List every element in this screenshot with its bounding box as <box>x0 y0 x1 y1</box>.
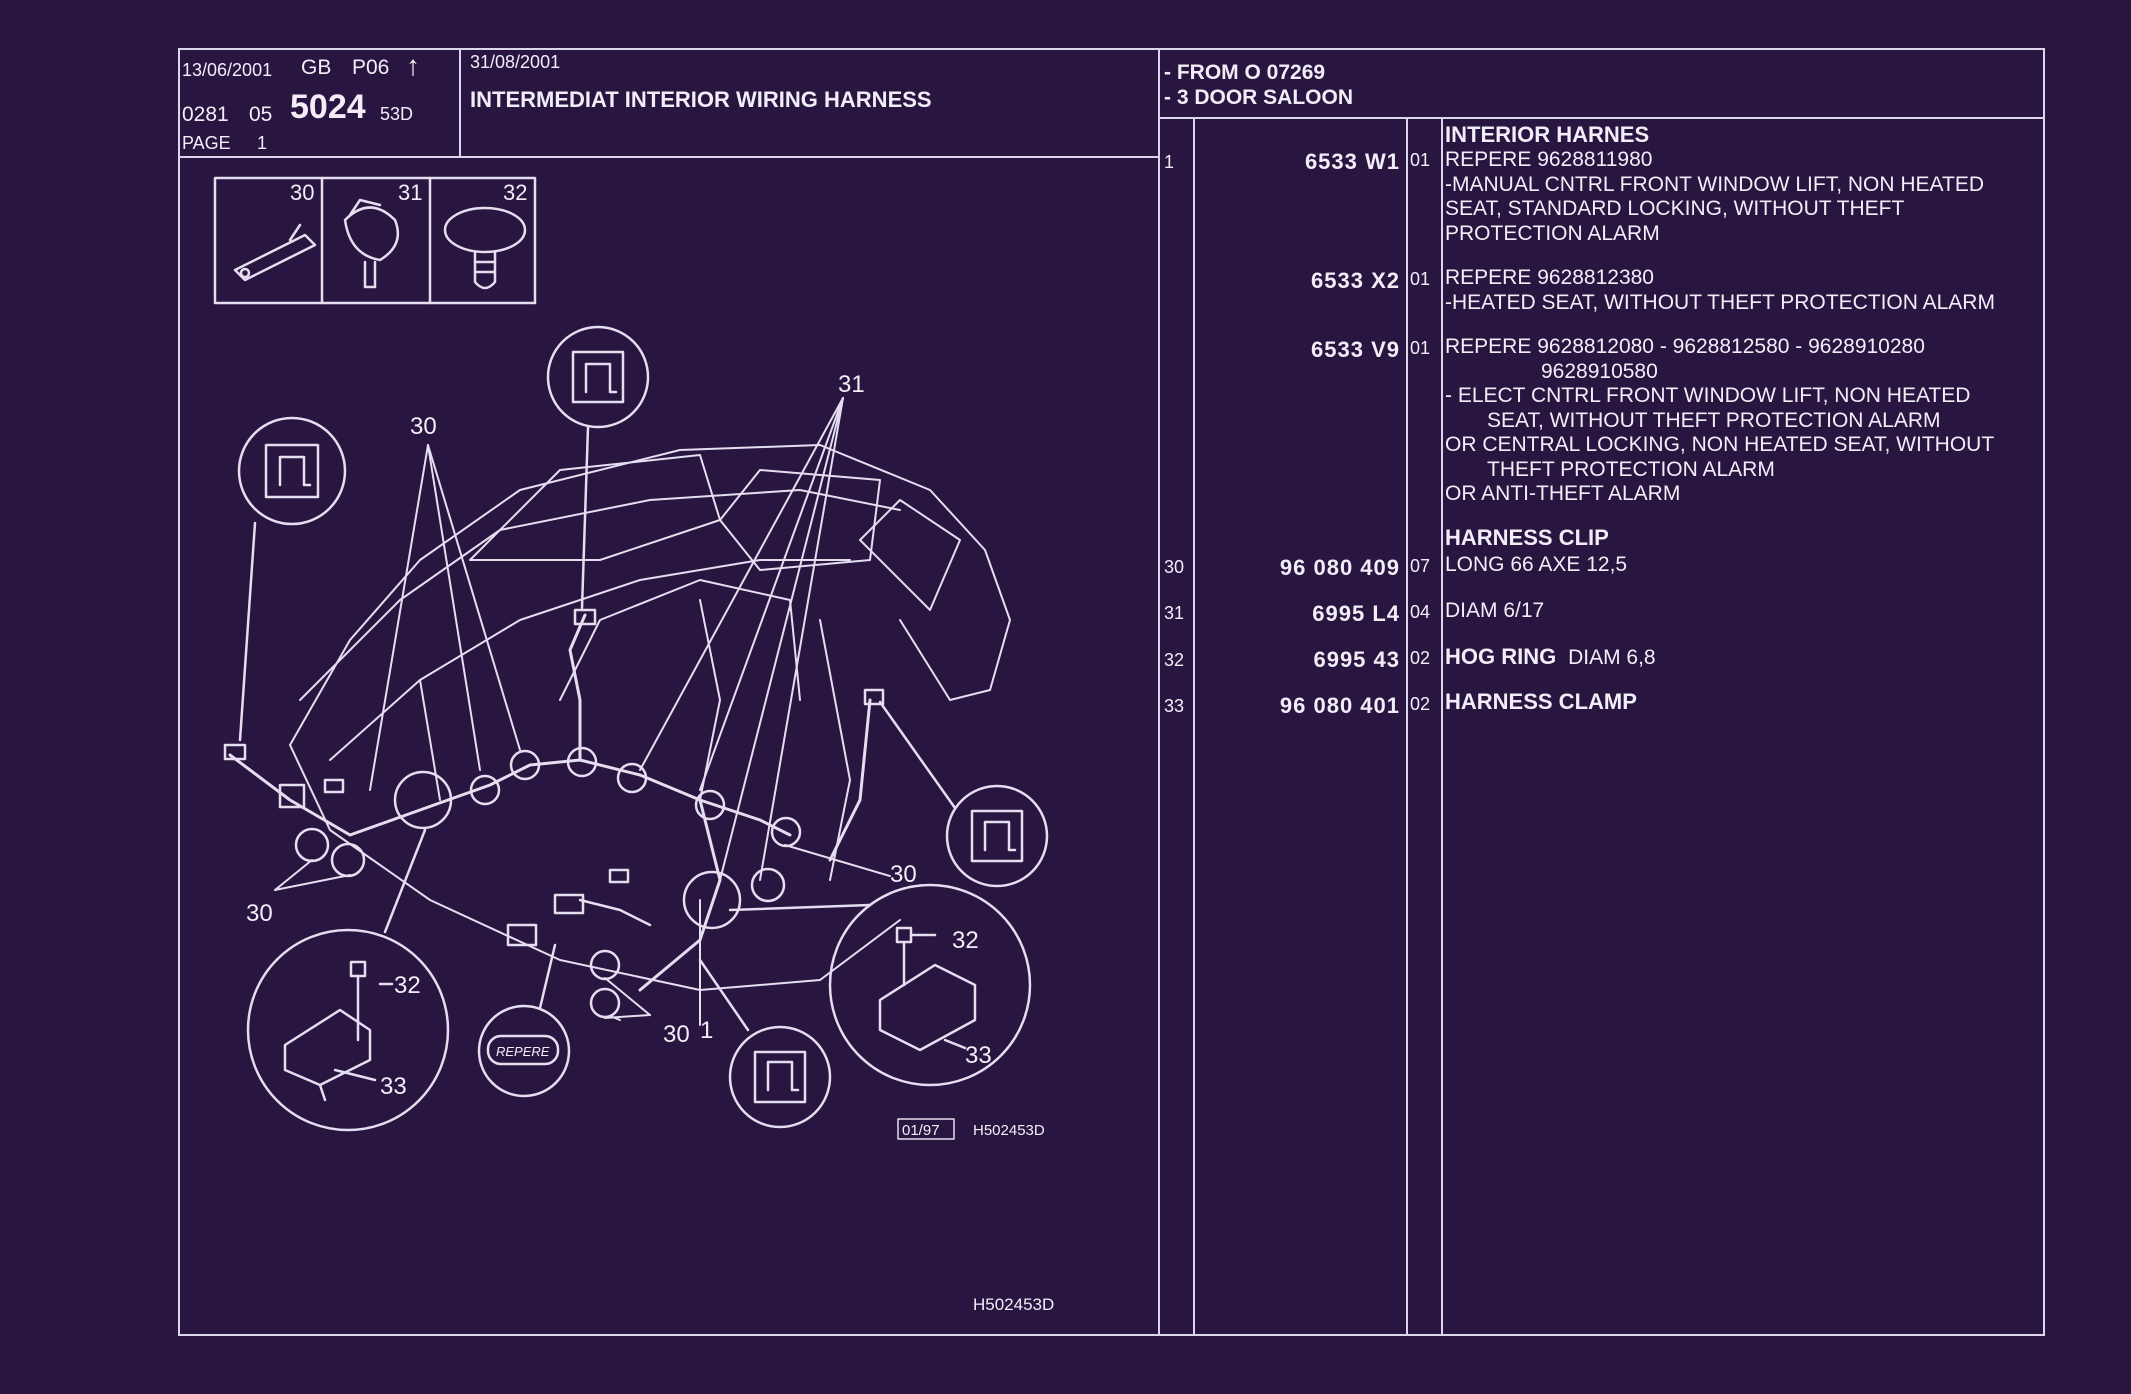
repere-badge-text: REPERE <box>496 1044 550 1059</box>
part-description-line: SEAT, WITHOUT THEFT PROTECTION ALARM <box>1487 408 1941 432</box>
part-description-line: THEFT PROTECTION ALARM <box>1487 457 1775 481</box>
part-qty: 02 <box>1410 648 1431 668</box>
detail-circle-left <box>246 828 450 1132</box>
part-number: 6995 L4 <box>1312 601 1400 626</box>
part-description-line: 9628910580 <box>1541 359 1658 383</box>
part-description-line: REPERE 9628812380 <box>1445 266 1654 289</box>
part-number: 6995 43 <box>1313 647 1400 672</box>
diagram-ref: H502453D <box>973 1122 1045 1139</box>
small-part-label-30: 30 <box>290 180 314 205</box>
part-qty: 07 <box>1410 556 1431 576</box>
repere-badge <box>477 943 571 1098</box>
part-qty: 01 <box>1410 150 1431 170</box>
header-page-label: PAGE <box>182 133 231 153</box>
header-update-date: 31/08/2001 <box>470 52 561 72</box>
header-code-suffix: 53D <box>380 104 414 124</box>
part-number: 6533 X2 <box>1311 268 1400 293</box>
outer-frame <box>178 48 2045 1336</box>
connectors <box>223 608 885 947</box>
part-description-line: LONG 66 AXE 12,5 <box>1445 553 1628 576</box>
part-ref: 31 <box>1164 603 1185 623</box>
part-heading: HARNESS CLIP <box>1445 525 1609 550</box>
header-code-main: 5024 <box>290 88 366 126</box>
part-number: 96 080 409 <box>1279 555 1400 580</box>
callout-30: 30 <box>410 413 437 440</box>
part-description-line: DIAM 6/17 <box>1445 599 1545 622</box>
part-description-line: -HEATED SEAT, WITHOUT THEFT PROTECTION A… <box>1445 290 1995 314</box>
part-description: HOG RING DIAM 6,8 <box>1445 644 2035 671</box>
part-heading: HARNESS CLAMP <box>1445 689 1637 714</box>
callout-32: 32 <box>394 972 421 999</box>
leader-lines <box>274 397 891 1026</box>
up-arrow-icon: ↑ <box>406 50 420 81</box>
connector-icon-left <box>237 416 347 742</box>
part-ref: 30 <box>1164 557 1185 577</box>
header-page-code: P06 <box>352 56 390 79</box>
callout-32: 32 <box>952 927 979 954</box>
part-description-line: -MANUAL CNTRL FRONT WINDOW LIFT, NON HEA… <box>1445 172 1985 196</box>
part-heading: HOG RING <box>1445 644 1557 669</box>
callout-31: 31 <box>838 371 865 398</box>
callout-30: 30 <box>663 1021 690 1048</box>
part-description-line: OR ANTI-THEFT ALARM <box>1445 482 1681 505</box>
column-ref-divider <box>1193 117 1195 1336</box>
detail-circle-right <box>728 883 1032 1087</box>
edition-text: 01/97 <box>902 1122 940 1139</box>
column-part-divider <box>1406 117 1408 1336</box>
header-divider-right <box>1158 117 2045 119</box>
part-description-line: PROTECTION ALARM <box>1445 221 1660 245</box>
callout-33: 33 <box>965 1042 992 1069</box>
connector-icon-right <box>878 700 1049 888</box>
part-description-line: SEAT, STANDARD LOCKING, WITHOUT THEFT <box>1445 197 1905 220</box>
connector-icon-top <box>546 325 650 610</box>
part-description: DIAM 6/17 <box>1445 599 2035 624</box>
part-number: 96 080 401 <box>1279 693 1400 718</box>
part-description: REPERE 9628811980 -MANUAL CNTRL FRONT WI… <box>1445 148 2035 246</box>
small-part-label-32: 32 <box>503 180 527 205</box>
part-description: LONG 66 AXE 12,5 <box>1445 553 2035 578</box>
part-description-line: DIAM 6,8 <box>1568 646 1656 669</box>
part-ref: 32 <box>1164 650 1185 670</box>
applicability-line-1: - FROM O 07269 <box>1164 61 1326 84</box>
divider-main <box>1158 48 1160 1336</box>
part-description-line: REPERE 9628812080 - 9628812580 - 9628910… <box>1445 335 1925 358</box>
callout-33: 33 <box>380 1073 407 1100</box>
page-title: INTERMEDIAT INTERIOR WIRING HARNESS <box>470 87 932 112</box>
part-description: REPERE 9628812080 - 9628812580 - 9628910… <box>1445 335 2035 507</box>
callout-30: 30 <box>890 861 917 888</box>
header-page-number: 1 <box>257 133 268 153</box>
applicability-line-2: - 3 DOOR SALOON <box>1164 86 1354 109</box>
part-qty: 02 <box>1410 694 1431 714</box>
car-outline <box>289 444 1011 991</box>
part-ref: 1 <box>1164 152 1175 172</box>
header-code-prefix: 0281 <box>182 103 229 126</box>
edition-box <box>897 1118 955 1140</box>
part-number: 6533 V9 <box>1311 337 1400 362</box>
clip-circles <box>294 746 802 1019</box>
header-divider-left <box>178 156 1159 158</box>
part-qty: 01 <box>1410 338 1431 358</box>
part-description-line: - ELECT CNTRL FRONT WINDOW LIFT, NON HEA… <box>1445 384 1971 407</box>
connector-icon-bottom <box>698 958 832 1129</box>
part-heading: INTERIOR HARNES <box>1445 122 1650 147</box>
small-part-label-31: 31 <box>398 180 422 205</box>
small-parts-legend <box>213 176 537 305</box>
part-description-line: OR CENTRAL LOCKING, NON HEATED SEAT, WIT… <box>1445 433 1995 456</box>
part-description-line: REPERE 9628811980 <box>1445 148 1653 171</box>
header-divider-title <box>459 48 461 157</box>
header-country: GB <box>301 56 332 79</box>
header-date: 13/06/2001 <box>182 60 273 80</box>
callout-30: 30 <box>246 900 273 927</box>
part-qty: 04 <box>1410 602 1431 622</box>
part-qty: 01 <box>1410 269 1431 289</box>
callout-1: 1 <box>700 1017 713 1044</box>
footer-code: H502453D <box>973 1295 1054 1314</box>
part-description: REPERE 9628812380 -HEATED SEAT, WITHOUT … <box>1445 266 2035 315</box>
part-ref: 33 <box>1164 696 1185 716</box>
header-code-group: 05 <box>249 103 273 126</box>
harness-wire <box>228 613 872 992</box>
column-qty-divider <box>1441 117 1443 1336</box>
part-number: 6533 W1 <box>1304 149 1400 174</box>
